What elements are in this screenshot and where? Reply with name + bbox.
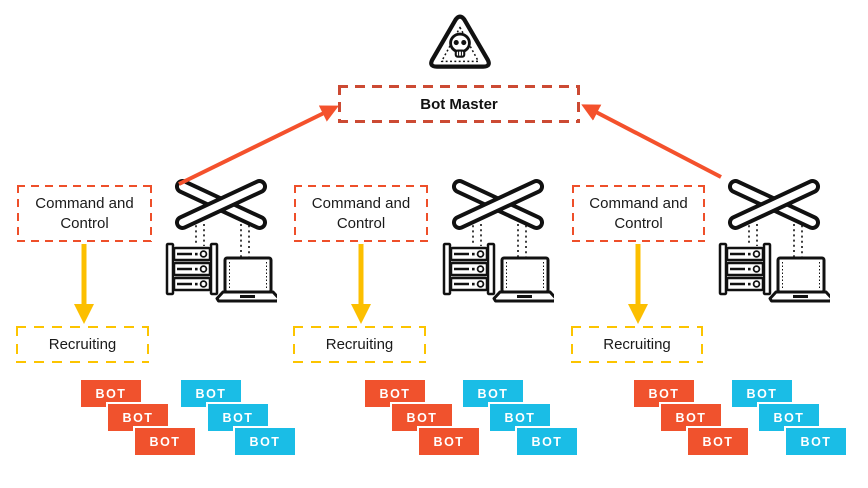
bot-card-cyan: BOT <box>784 426 848 457</box>
network-cluster-1 <box>165 178 277 308</box>
bot-label: BOT <box>773 410 805 425</box>
command-control-label-1: Command and Control <box>35 195 134 232</box>
recruiting-box-1: Recruiting <box>16 326 149 363</box>
uplink-arrow-left <box>178 105 339 186</box>
bot-master-label: Bot Master <box>420 95 498 113</box>
command-control-box-1: Command and Control <box>17 185 152 242</box>
bot-label: BOT <box>433 434 465 449</box>
bot-card-cyan: BOT <box>515 426 579 457</box>
bot-label: BOT <box>95 386 127 401</box>
command-control-box-3: Command and Control <box>572 185 705 242</box>
command-control-label-2: Command and Control <box>311 195 411 232</box>
bot-label: BOT <box>477 386 509 401</box>
recruiting-label-1: Recruiting <box>48 336 117 353</box>
bot-card-cyan: BOT <box>757 402 821 433</box>
bot-card-orange: BOT <box>686 426 750 457</box>
bot-card-orange: BOT <box>417 426 481 457</box>
bot-label: BOT <box>149 434 181 449</box>
recruiting-label-2: Recruiting <box>325 336 394 353</box>
bot-label: BOT <box>800 434 832 449</box>
bot-label: BOT <box>702 434 734 449</box>
bot-label: BOT <box>379 386 411 401</box>
bot-label: BOT <box>648 386 680 401</box>
bot-label: BOT <box>406 410 438 425</box>
bot-label: BOT <box>746 386 778 401</box>
bot-label: BOT <box>675 410 707 425</box>
command-control-box-2: Command and Control <box>294 185 428 242</box>
bot-label: BOT <box>249 434 281 449</box>
recruiting-label-3: Recruiting <box>603 336 671 353</box>
bot-card-orange: BOT <box>133 426 197 457</box>
bot-card-cyan: BOT <box>233 426 297 457</box>
bot-card-orange: BOT <box>632 378 696 409</box>
uplink-arrow-right <box>581 104 722 179</box>
bot-label: BOT <box>122 410 154 425</box>
network-cluster-2 <box>442 178 554 308</box>
skull-warning-triangle-icon <box>429 14 491 69</box>
bot-label: BOT <box>222 410 254 425</box>
recruiting-box-3: Recruiting <box>571 326 703 363</box>
recruiting-box-2: Recruiting <box>293 326 426 363</box>
bot-label: BOT <box>504 410 536 425</box>
inner-dotted-triangle <box>440 26 480 63</box>
network-cluster-3 <box>718 178 830 308</box>
bot-label: BOT <box>531 434 563 449</box>
bot-label: BOT <box>195 386 227 401</box>
command-control-label-3: Command and Control <box>589 195 688 232</box>
bot-master-box: Bot Master <box>338 85 580 123</box>
skull-glyph <box>449 32 471 58</box>
